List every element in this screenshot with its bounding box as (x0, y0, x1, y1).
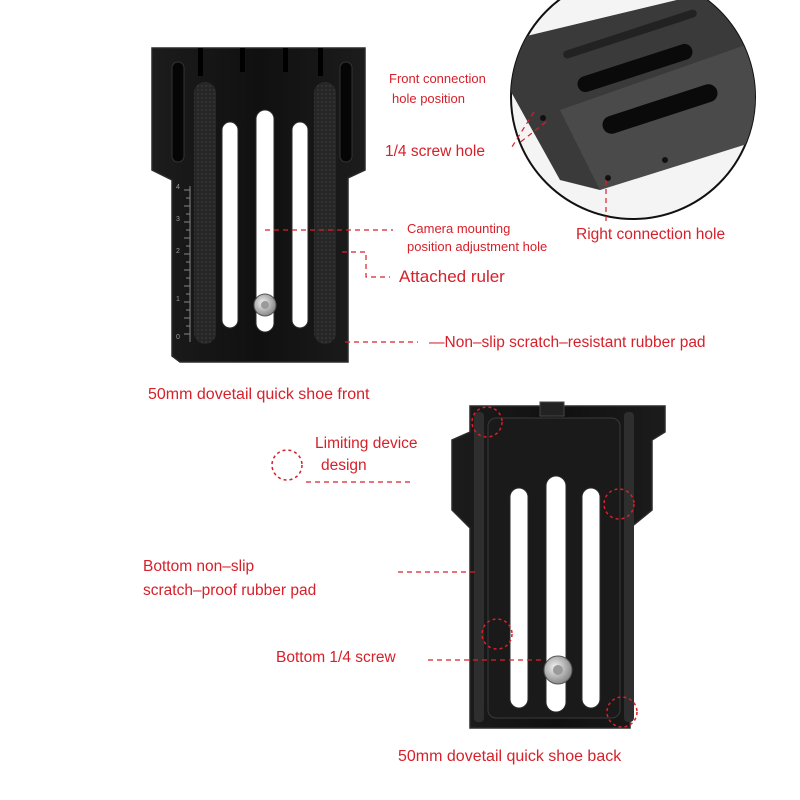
ruler-tick-1: 1 (176, 296, 180, 303)
limiting-device-label-2: design (321, 457, 367, 474)
limit-marker-icon (603, 488, 635, 520)
ruler-tick-3: 3 (176, 216, 180, 223)
ruler-tick-2: 2 (176, 248, 180, 255)
bottom-pad-label: Bottom non–slip (143, 558, 255, 575)
attached-ruler-label: Attached ruler (399, 267, 505, 286)
right-connection-hole-label: Right connection hole (576, 226, 726, 243)
ruler-scale (184, 186, 191, 342)
leader-lines (265, 111, 607, 661)
limit-marker-icon (471, 406, 503, 438)
front-connection-hole-label: Front connection (389, 71, 486, 86)
back-quick-shoe-plate (451, 401, 666, 729)
ruler-tick-0: 0 (176, 334, 180, 341)
ruler-tick-4: 4 (176, 184, 180, 191)
front-quick-shoe-plate (151, 47, 366, 363)
back-caption: 50mm dovetail quick shoe back (398, 748, 622, 765)
rubber-pad-label: —Non–slip scratch–resistant rubber pad (429, 334, 706, 351)
limiting-device-label: Limiting device (315, 435, 418, 452)
camera-mount-label-2: position adjustment hole (407, 239, 548, 254)
bottom-pad-label-2: scratch–proof rubber pad (143, 582, 317, 599)
bottom-screw-label: Bottom 1/4 screw (276, 649, 396, 666)
camera-mount-label: Camera mounting (407, 221, 511, 236)
rubber-pad-right (314, 82, 336, 344)
zoom-detail-circle (510, 0, 756, 220)
limit-marker-icon (481, 618, 513, 650)
front-caption: 50mm dovetail quick shoe front (148, 386, 370, 403)
screw-hole-label: 1/4 screw hole (385, 143, 485, 160)
limit-markers (271, 406, 638, 728)
legend-marker-icon (271, 449, 303, 481)
limit-marker-icon (606, 696, 638, 728)
rubber-pad-left (194, 82, 216, 344)
front-connection-hole-label-2: hole position (392, 91, 465, 106)
